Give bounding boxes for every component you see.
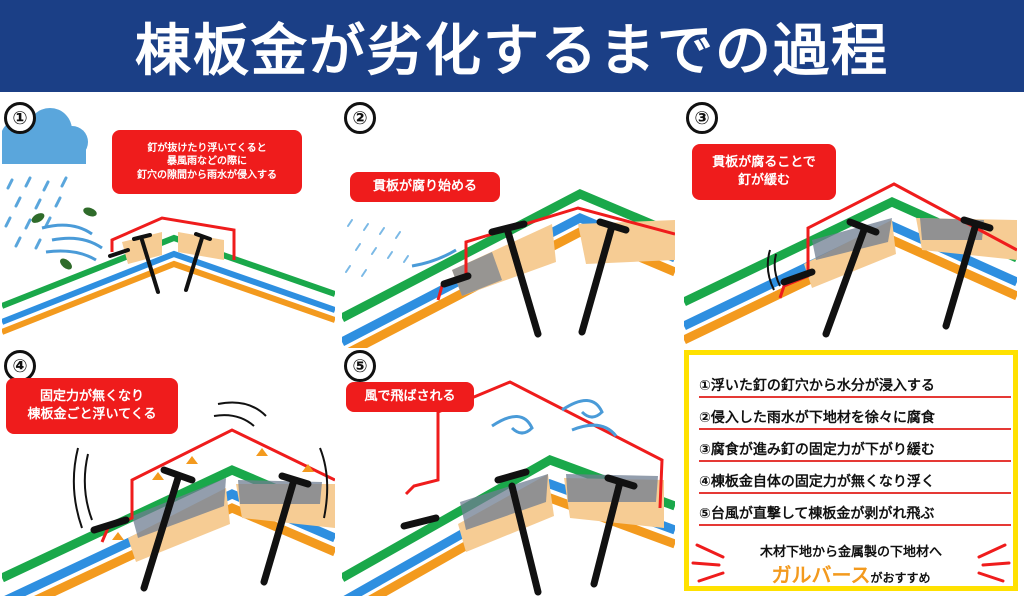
summary-footer-recommend: ガルバースがおすすめ [689, 559, 1013, 588]
summary-footer-line: 木材下地から金属製の下地材へ [759, 545, 942, 560]
callout-bubble-4: 固定力が無くなり 棟板金ごと浮いてくる [6, 378, 178, 434]
recommend-tail: がおすすめ [870, 571, 931, 585]
leaf-icon [31, 207, 97, 270]
wind-swirl-icon [41, 223, 103, 262]
callout-bubble-1: 釘が抜けたり浮いてくると 暴風雨などの際に 釘穴の隙間から雨水が侵入する [112, 130, 302, 194]
step-number-2: ② [344, 102, 376, 134]
panel-2: ② 貫板が腐り始める [342, 100, 675, 348]
vibration-lines [72, 401, 329, 529]
summary-item-2: ②侵入した雨水が下地材を徐々に腐食 [699, 407, 1011, 430]
panel-4: ④ 固定力が無くなり 棟板金ごと浮いてくる [2, 348, 335, 596]
panel-1: ① 釘が抜けたり浮いてくると 暴風雨などの際に 釘穴の隙間から雨水が侵入する [2, 100, 335, 348]
roof-illustration-3 [684, 182, 1017, 345]
roof-illustration-1 [2, 108, 335, 335]
callout-bubble-3: 貫板が腐ることで 釘が緩む [692, 144, 836, 200]
summary-item-4: ④棟板金自体の固定力が無くなり浮く [699, 471, 1011, 494]
roof-illustration-4 [2, 401, 335, 596]
rain-drops [345, 219, 409, 277]
step-number-1: ① [4, 102, 36, 134]
callout-bubble-5: 風で飛ばされる [346, 382, 474, 412]
summary-box: ①浮いた釘の釘穴から水分が浸入する ②侵入した雨水が下地材を徐々に腐食 ③腐食が… [684, 350, 1018, 591]
summary-item-1: ①浮いた釘の釘穴から水分が浸入する [699, 375, 1011, 398]
step-number-5: ⑤ [344, 350, 376, 382]
panel-3: ③ 貫板が腐ることで 釘が緩む [684, 100, 1017, 348]
summary-item-5: ⑤台風が直撃して棟板金が剥がれ飛ぶ [699, 503, 1011, 526]
wind-swirl-icon [411, 248, 457, 268]
rain-drops [4, 176, 68, 250]
step-number-3: ③ [686, 102, 718, 134]
roof-illustration-5 [342, 380, 675, 596]
panel-5: ⑤ 風で飛ばされる [342, 348, 675, 596]
page-title: 棟板金が劣化するまでの過程 [135, 18, 889, 84]
roof-illustration-2 [342, 189, 675, 348]
title-bar: 棟板金が劣化するまでの過程 [0, 0, 1024, 92]
summary-item-3: ③腐食が進み釘の固定力が下がり緩む [699, 439, 1011, 462]
step-number-4: ④ [4, 350, 36, 382]
burst-lines [691, 543, 1011, 583]
galvers-highlight: ガルバース [771, 563, 871, 587]
vibration-lines [766, 249, 781, 291]
rain-cloud-icon [2, 108, 88, 164]
callout-bubble-2: 貫板が腐り始める [350, 172, 500, 202]
wind-swirl-icon [491, 399, 618, 437]
gap-arrows [112, 448, 314, 540]
